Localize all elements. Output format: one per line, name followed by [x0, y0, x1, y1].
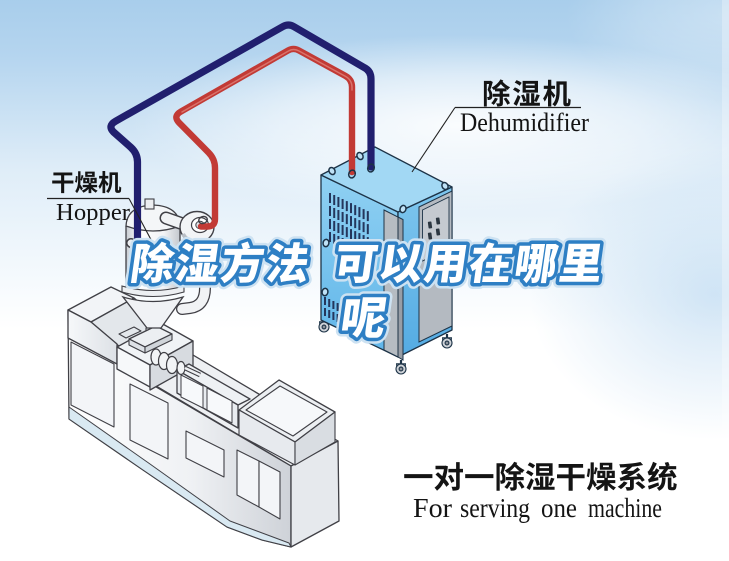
- svg-text:one: one: [541, 493, 577, 523]
- svg-text:Dehumidifier: Dehumidifier: [460, 108, 589, 137]
- svg-text:serving: serving: [460, 493, 530, 523]
- svg-text:For: For: [413, 493, 452, 523]
- svg-text:Hopper: Hopper: [56, 200, 130, 226]
- svg-text:machine: machine: [588, 493, 662, 523]
